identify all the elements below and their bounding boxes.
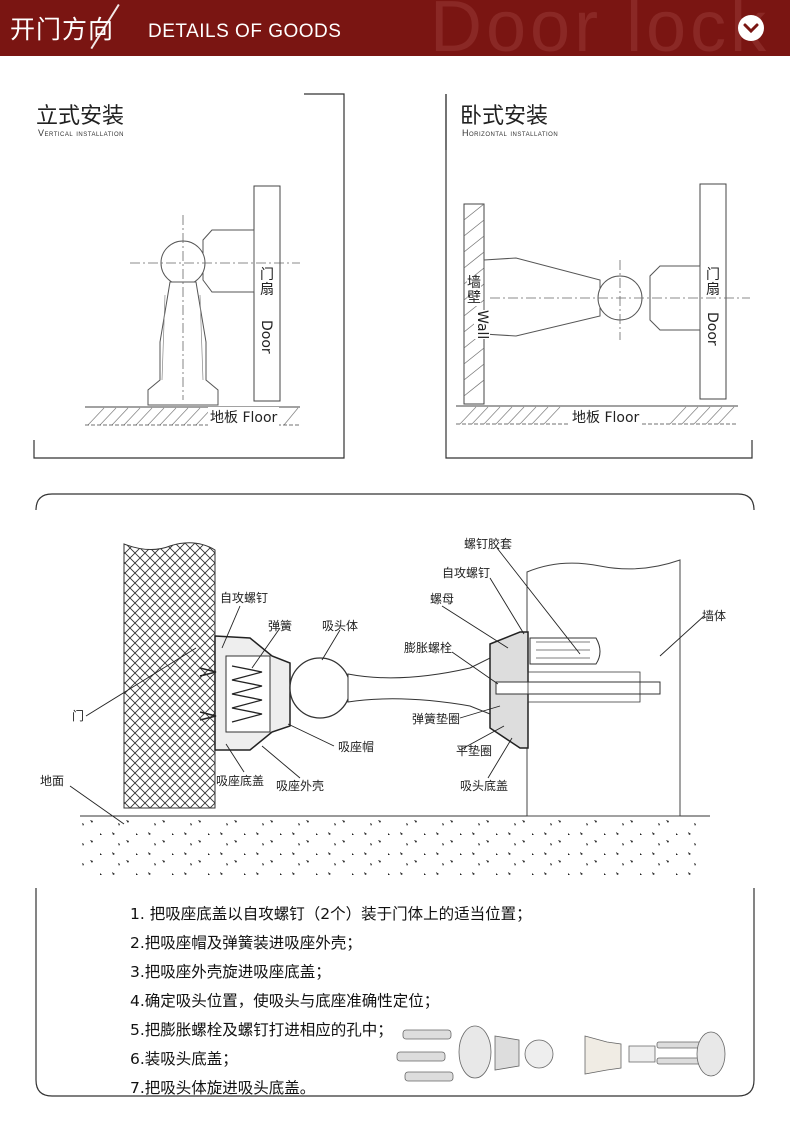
step-item: 5.把膨胀螺栓及螺钉打进相应的孔中；: [130, 1021, 393, 1039]
step-item: 6.装吸头底盖；: [130, 1050, 238, 1068]
label-head-base-cover: 吸头底盖: [460, 779, 509, 793]
label-seat-cap: 吸座帽: [338, 740, 375, 754]
horizontal-door-label-en: Door: [704, 312, 720, 346]
vertical-installation-panel: 立式安装 Vertical installation 门扇 Door 地板 Fl…: [0, 80, 360, 470]
step-item: 4.确定吸头位置，使吸头与底座准确性定位；: [130, 992, 440, 1010]
horizontal-installation-panel: 卧式安装 Horizontal installation 墙壁 Wall 门扇 …: [420, 80, 790, 470]
label-expansion-bolt: 膨胀螺栓: [404, 641, 453, 655]
header-watermark: Door lock: [430, 0, 771, 56]
horizontal-wall-label-en: Wall: [474, 310, 490, 340]
label-ground: 地面: [40, 774, 65, 788]
step-item: 7.把吸头体旋进吸头底盖。: [130, 1079, 316, 1097]
header-title-en: DETAILS OF GOODS: [148, 21, 342, 42]
label-flat-washer: 平垫圈: [456, 744, 493, 758]
exploded-diagram-panel: 自攻螺钉 弹簧 吸头体 门 地面 吸座帽 吸座底盖 吸座外壳 螺钉胶套 自攻螺钉…: [0, 488, 790, 1108]
label-door: 门: [72, 709, 85, 723]
label-head-body: 吸头体: [322, 619, 359, 633]
label-seat-base-cover: 吸座底盖: [216, 774, 265, 788]
vertical-subtitle: Vertical installation: [38, 128, 125, 138]
header-title-cn: 开门方向: [10, 15, 115, 44]
label-screw-sleeve: 螺钉胶套: [464, 537, 513, 551]
parts-illustration: [396, 1025, 726, 1082]
step-item: 3.把吸座外壳旋进吸座底盖；: [130, 963, 331, 981]
label-spring: 弹簧: [268, 619, 293, 633]
header-banner: Door lock 开门方向 DETAILS OF GOODS: [0, 0, 790, 56]
label-nut: 螺母: [430, 592, 455, 606]
installation-steps: 1. 把吸座底盖以自攻螺钉（2个）装于门体上的适当位置； 2.把吸座帽及弹簧装进…: [130, 900, 532, 1103]
vertical-floor-label: 地板 Floor: [208, 407, 280, 427]
horizontal-door-label-cn: 门扇: [706, 267, 720, 298]
label-wall: 墙体: [702, 609, 727, 623]
horizontal-wall-label-cn: 墙壁: [467, 275, 481, 306]
vertical-title: 立式安装: [36, 104, 125, 129]
vertical-installation-drawing: [33, 93, 345, 459]
step-item: 2.把吸座帽及弹簧装进吸座外壳；: [130, 934, 362, 952]
label-seat-shell: 吸座外壳: [276, 779, 325, 793]
horizontal-title: 卧式安装: [460, 104, 549, 129]
exploded-diagram-drawing: [35, 493, 755, 1097]
horizontal-floor-label: 地板 Floor: [570, 407, 642, 427]
label-self-tap-screw-left: 自攻螺钉: [220, 591, 269, 605]
label-spring-washer: 弹簧垫圈: [412, 712, 461, 726]
horizontal-installation-drawing: [445, 94, 753, 459]
vertical-door-label-cn: 门扇: [260, 267, 274, 298]
step-item: 1. 把吸座底盖以自攻螺钉（2个）装于门体上的适当位置；: [130, 905, 532, 923]
vertical-door-label-en: Door: [258, 320, 274, 354]
chevron-down-icon[interactable]: [738, 15, 764, 41]
horizontal-subtitle: Horizontal installation: [462, 128, 559, 138]
label-self-tap-screw-right: 自攻螺钉: [442, 566, 491, 580]
